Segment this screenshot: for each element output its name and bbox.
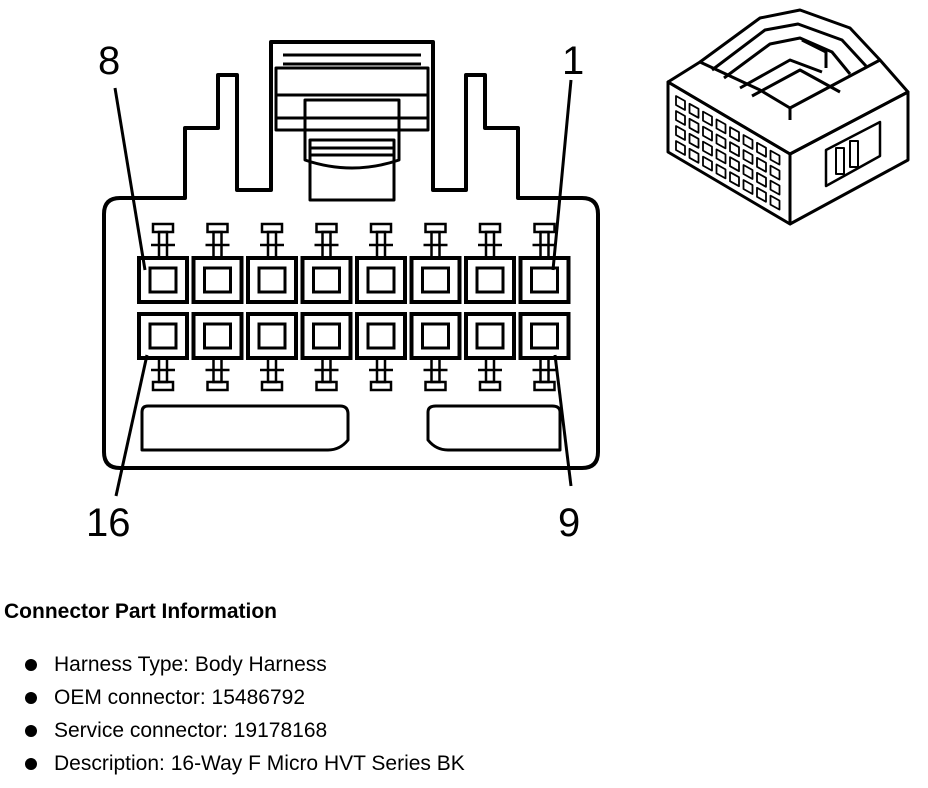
iso-cavity <box>702 155 713 172</box>
iso-cavity <box>729 126 740 143</box>
part-info-title: Connector Part Information <box>4 600 278 623</box>
pin-label-9: 9 <box>558 501 580 545</box>
iso-cavity <box>769 149 781 166</box>
iso-cavity <box>715 118 727 135</box>
service-connector-text: Service connector: 19178168 <box>54 719 328 742</box>
iso-cavity <box>742 179 754 195</box>
iso-cavity <box>756 141 767 158</box>
iso-cavity <box>688 117 700 134</box>
iso-cavity <box>675 95 686 111</box>
pin-cavity-16 <box>137 312 189 392</box>
pin-cavity-6 <box>246 222 298 304</box>
iso-cavity <box>675 110 686 126</box>
iso-cavity <box>715 133 727 150</box>
leader-line-9 <box>553 354 573 487</box>
iso-cavity <box>742 164 754 180</box>
key-pocket-right <box>426 404 562 452</box>
bullet-icon <box>25 758 37 770</box>
harness-type-text: Harness Type: Body Harness <box>54 653 327 676</box>
iso-cavity <box>769 164 781 181</box>
iso-cavity <box>742 134 754 150</box>
pin-label-8: 8 <box>98 39 120 83</box>
pin-cavity-3 <box>409 222 462 304</box>
pin-cavity-7 <box>191 222 244 304</box>
iso-cavity <box>715 163 727 180</box>
bullet-icon <box>25 725 37 737</box>
iso-cavity <box>756 186 767 203</box>
list-item-oem-connector: OEM connector: 15486792 <box>4 681 465 714</box>
iso-cavity <box>729 156 740 173</box>
connector-housing-outline <box>102 40 600 470</box>
bullet-icon <box>25 659 37 671</box>
list-item-harness-type: Harness Type: Body Harness <box>4 648 465 681</box>
iso-cavity <box>756 156 767 173</box>
pin-cavity-12 <box>355 312 407 392</box>
pin-cavity-4 <box>355 222 407 304</box>
pin-cavity-11 <box>409 312 462 392</box>
pin-cavity-10 <box>464 312 516 392</box>
iso-cavity <box>729 141 740 158</box>
leader-line-8 <box>113 87 147 271</box>
leader-line-16 <box>114 354 149 497</box>
leader-line-1 <box>551 79 573 271</box>
connector-diagram: 8 1 16 9 <box>86 8 910 545</box>
iso-cavity-grid <box>675 95 781 211</box>
connector-face <box>102 40 600 470</box>
iso-cavity <box>688 102 700 119</box>
iso-cavity <box>688 132 700 149</box>
iso-cavity <box>729 171 740 188</box>
latch-detail <box>274 53 430 202</box>
pin-cavity-15 <box>191 312 244 392</box>
description-text: Description: 16-Way F Micro HVT Series B… <box>54 752 465 775</box>
iso-cavity <box>742 149 754 165</box>
list-item-service-connector: Service connector: 19178168 <box>4 714 465 747</box>
key-pocket-left <box>140 404 350 452</box>
pin-cavity-13 <box>300 312 353 392</box>
bullet-icon <box>25 692 37 704</box>
iso-cavity <box>675 125 686 141</box>
connector-iso-view <box>666 8 910 226</box>
iso-cavity <box>702 140 713 157</box>
part-info: Connector Part Information Harness Type:… <box>4 600 465 780</box>
pin-label-16: 16 <box>86 501 131 545</box>
oem-connector-text: OEM connector: 15486792 <box>54 686 305 709</box>
pin-row-top <box>137 222 571 304</box>
iso-cavity <box>702 110 713 127</box>
pin-cavity-9 <box>518 312 571 392</box>
pin-cavity-5 <box>300 222 353 304</box>
pin-label-1: 1 <box>562 39 584 83</box>
leader-lines <box>113 79 573 497</box>
part-info-list: Harness Type: Body Harness OEM connector… <box>4 648 465 780</box>
iso-cavity <box>769 194 781 211</box>
iso-cavity <box>756 171 767 188</box>
pin-row-bottom <box>137 312 571 392</box>
pin-cavity-2 <box>464 222 516 304</box>
iso-cavity <box>702 125 713 142</box>
pin-cavity-8 <box>137 222 189 304</box>
iso-cavity <box>769 179 781 196</box>
pin-cavity-1 <box>518 222 571 304</box>
iso-cavity <box>688 147 700 164</box>
pin-cavity-14 <box>246 312 298 392</box>
list-item-description: Description: 16-Way F Micro HVT Series B… <box>4 747 465 780</box>
iso-cavity <box>715 148 727 165</box>
iso-cavity <box>675 140 686 156</box>
